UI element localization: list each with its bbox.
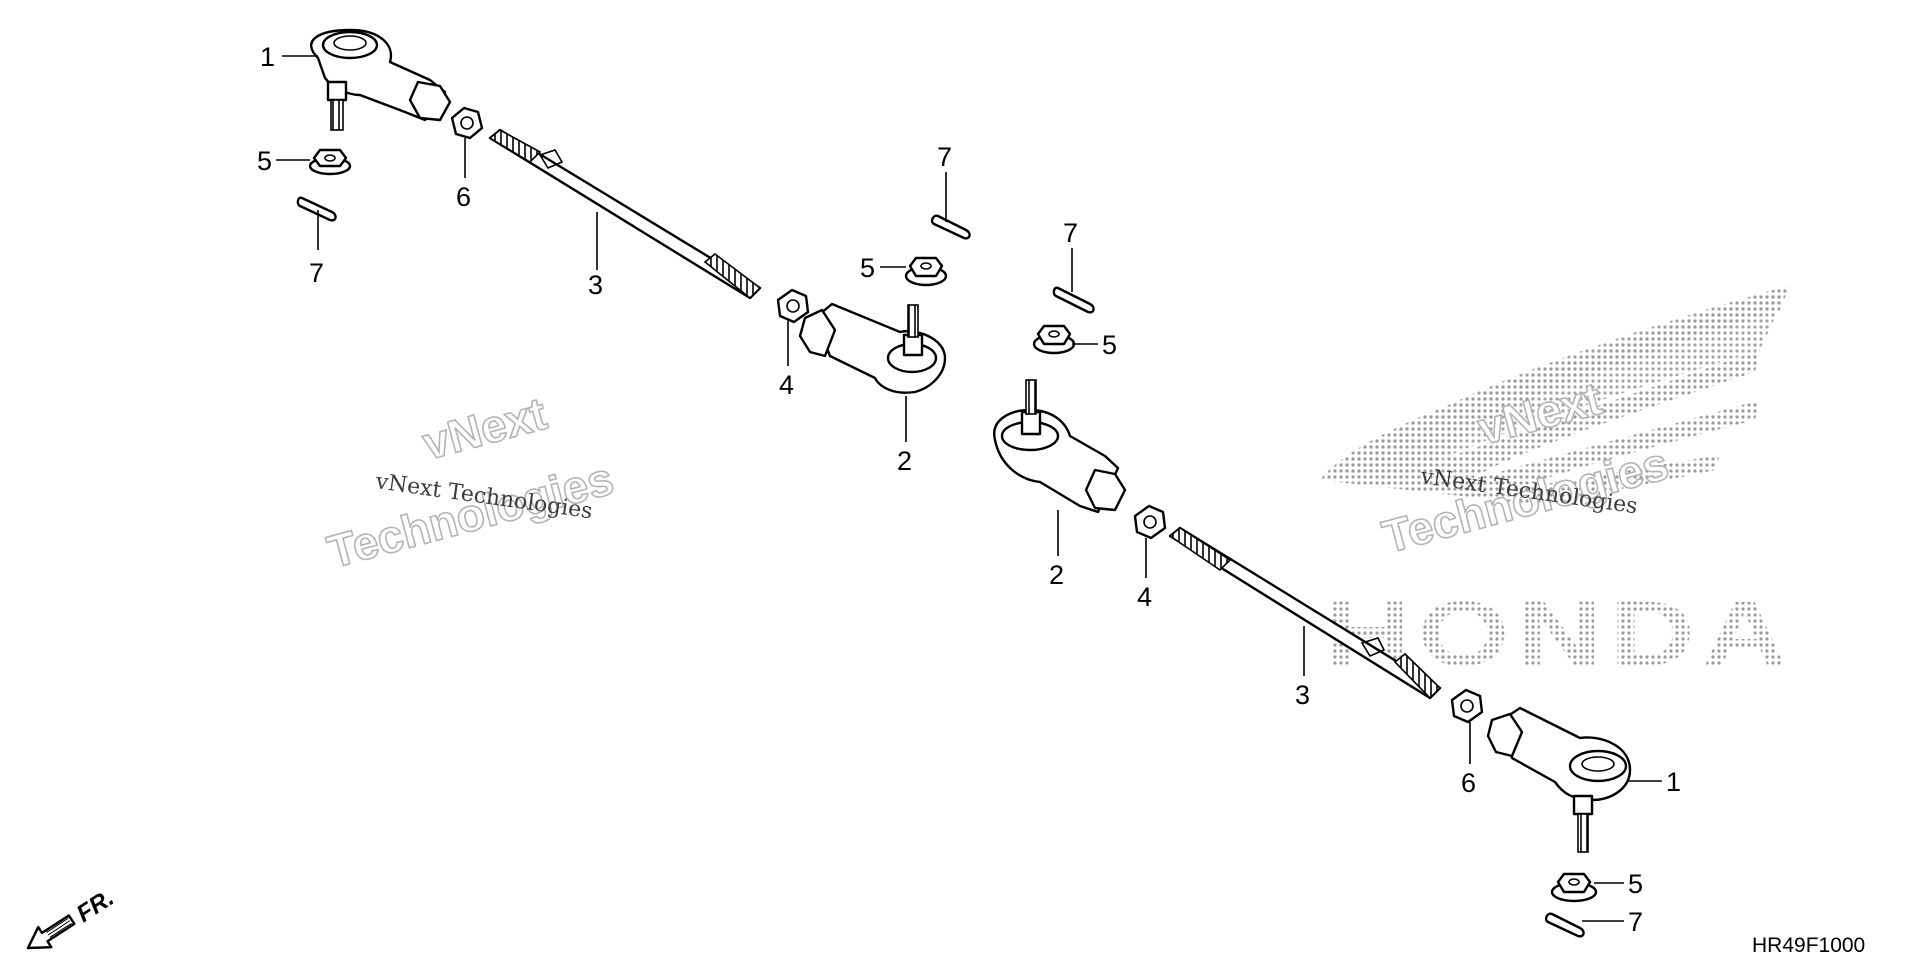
callout-numbers: 1 5 7 6 3 7 5 4 2 7 5 2 4 3 6 1 5 7	[257, 42, 1681, 937]
part-7-cotter-pin-mid-right[interactable]	[1052, 286, 1095, 314]
callout-1-left[interactable]: 1	[260, 42, 275, 72]
callout-5-right[interactable]: 5	[1628, 869, 1643, 899]
callout-5-mid-right[interactable]: 5	[1102, 330, 1117, 360]
callout-6-right[interactable]: 6	[1461, 768, 1476, 798]
callout-4-left[interactable]: 4	[779, 370, 794, 400]
callout-7-mid-right[interactable]: 7	[1063, 218, 1078, 248]
callout-2-right[interactable]: 2	[1049, 560, 1064, 590]
callout-4-right[interactable]: 4	[1137, 582, 1152, 612]
part-5-flange-nut-mid-left[interactable]	[904, 256, 948, 287]
part-1-tie-rod-end-left[interactable]	[310, 28, 452, 131]
part-3-tie-rod-right[interactable]	[1168, 526, 1442, 700]
callout-3-left[interactable]: 3	[588, 270, 603, 300]
front-direction-indicator: FR.	[26, 884, 119, 950]
part-5-flange-nut-right[interactable]	[1550, 872, 1598, 903]
callout-7-mid-left[interactable]: 7	[937, 142, 952, 172]
part-6-nut-left[interactable]	[450, 106, 484, 140]
part-7-cotter-pin-mid-left[interactable]	[930, 214, 971, 240]
part-2-tie-rod-end-inner-left[interactable]	[798, 302, 947, 394]
part-1-tie-rod-end-right[interactable]	[1486, 706, 1632, 853]
front-direction-label: FR.	[72, 884, 119, 928]
part-3-tie-rod-left[interactable]	[488, 128, 762, 300]
callout-5-left[interactable]: 5	[257, 146, 272, 176]
front-arrow-icon	[26, 914, 76, 950]
figure-code: HR49F1000	[1752, 934, 1865, 957]
part-5-flange-nut-mid-right[interactable]	[1032, 324, 1076, 355]
callout-1-right[interactable]: 1	[1666, 767, 1681, 797]
callout-7-left[interactable]: 7	[309, 258, 324, 288]
part-6-nut-right[interactable]	[1450, 688, 1484, 724]
callout-3-right[interactable]: 3	[1295, 680, 1310, 710]
leader-lines	[276, 55, 1662, 922]
part-5-flange-nut-left[interactable]	[308, 148, 352, 176]
watermark-left-line1: vNext	[417, 387, 551, 470]
part-7-cotter-pin-left[interactable]	[296, 196, 337, 222]
callout-5-mid-left[interactable]: 5	[860, 253, 875, 283]
watermark-left: vNext Technologies vNext Technologies	[321, 386, 619, 579]
callout-2-left[interactable]: 2	[897, 446, 912, 476]
callout-7-right[interactable]: 7	[1628, 907, 1643, 937]
part-4-nut-right[interactable]	[1133, 504, 1167, 540]
part-2-tie-rod-end-inner-right[interactable]	[993, 379, 1127, 514]
part-7-cotter-pin-right[interactable]	[1544, 912, 1585, 938]
part-4-nut-left[interactable]	[776, 288, 810, 324]
honda-wing-upper	[1330, 285, 1790, 480]
callout-6-left[interactable]: 6	[456, 182, 471, 212]
